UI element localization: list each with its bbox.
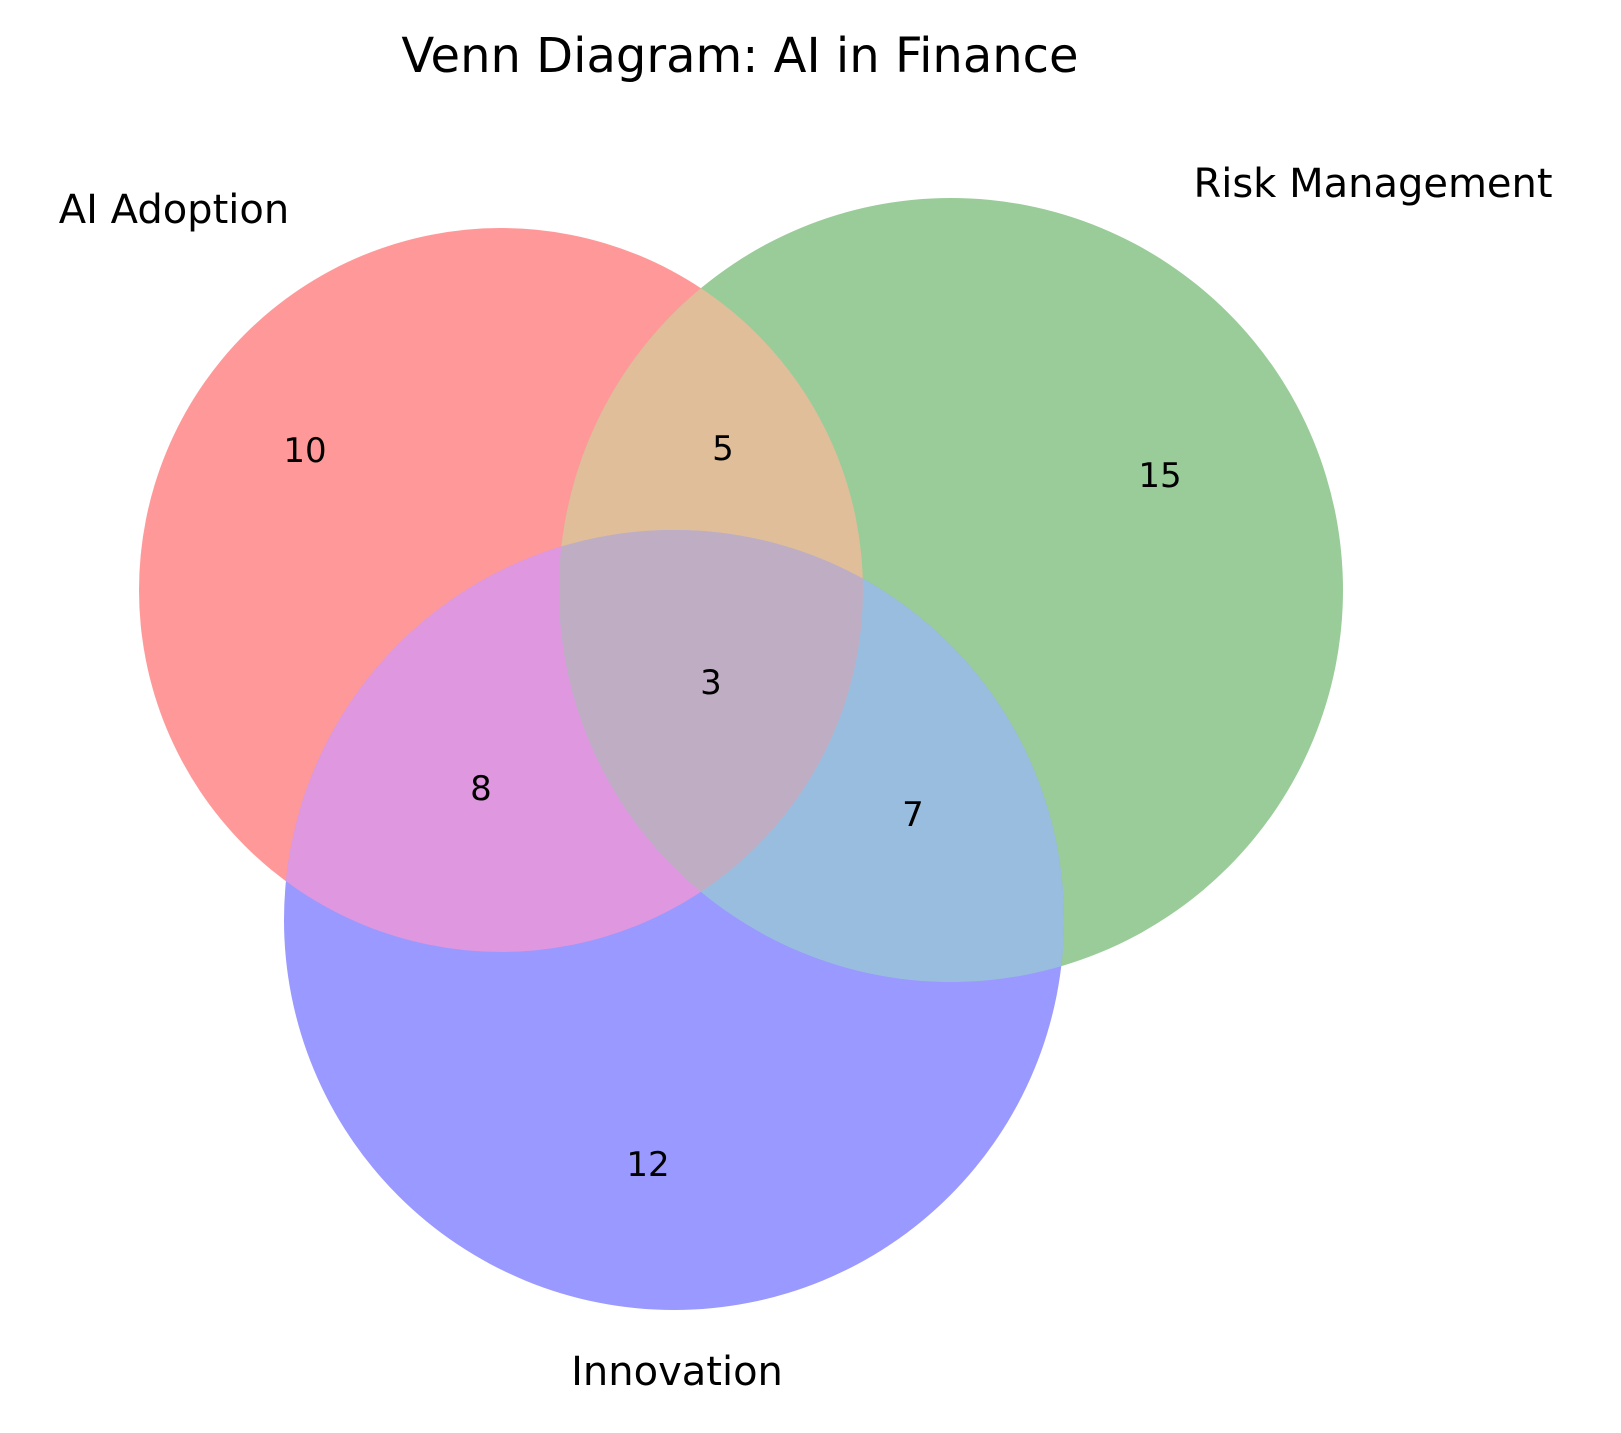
set-label-risk-management: Risk Management xyxy=(1193,161,1552,207)
region-count-all-three: 3 xyxy=(700,663,722,703)
region-count-innovation-only: 12 xyxy=(626,1145,669,1185)
diagram-title: Venn Diagram: AI in Finance xyxy=(401,28,1078,84)
region-count-risk-management-innovation: 7 xyxy=(902,795,924,835)
region-count-risk-management-only: 15 xyxy=(1138,456,1181,496)
region-count-ai-adoption-only: 10 xyxy=(283,431,326,471)
set-label-ai-adoption: AI Adoption xyxy=(59,187,289,233)
region-count-ai-adoption-risk-management: 5 xyxy=(712,429,734,469)
region-count-ai-adoption-innovation: 8 xyxy=(470,769,492,809)
set-label-innovation: Innovation xyxy=(571,1349,783,1395)
